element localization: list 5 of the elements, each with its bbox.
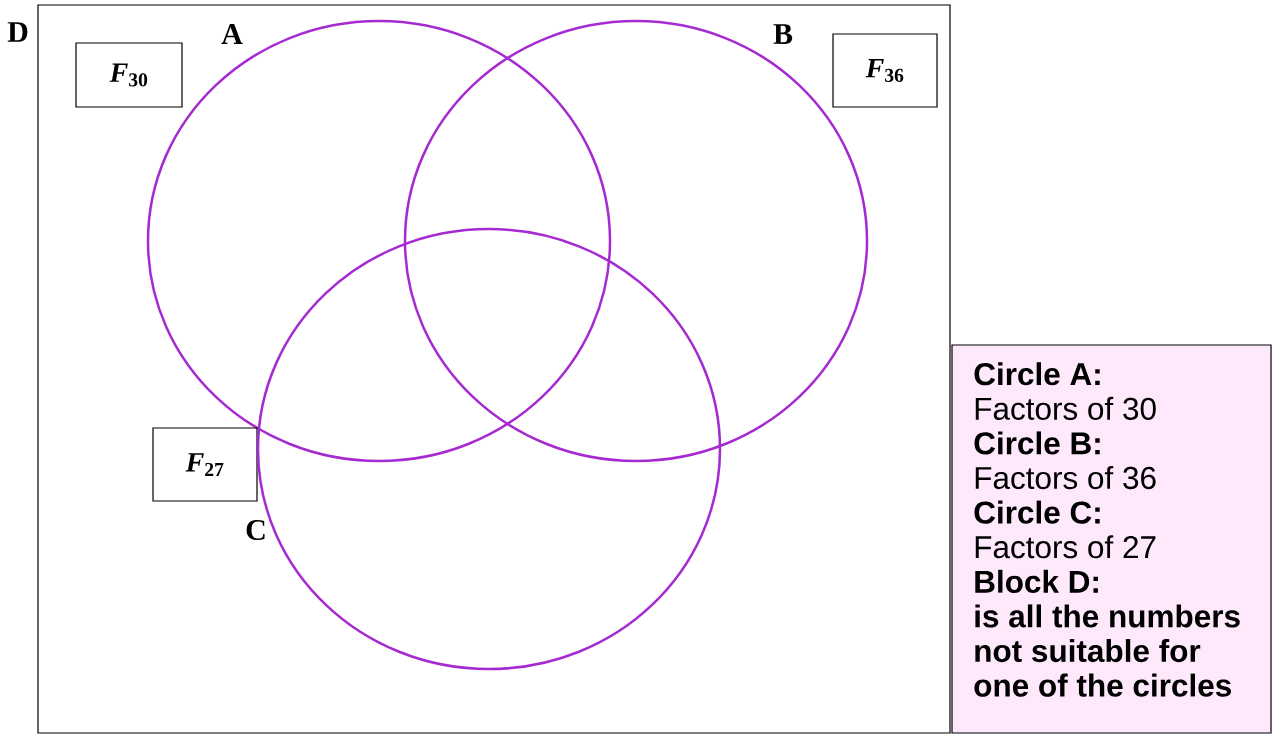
set-label-box: F$_{30}$ xyxy=(75,42,183,108)
node-label: D xyxy=(7,22,28,42)
set-label-box: F$_{27}$ xyxy=(152,427,258,502)
set-label-box: F$_{36}$ xyxy=(832,33,938,108)
key-box: Circle A: Factors of 30 Circle B: Factors of 36 Circle C: Factors of 27 Block D: is all the numbers not suitable for one of the circles xyxy=(951,344,1272,734)
